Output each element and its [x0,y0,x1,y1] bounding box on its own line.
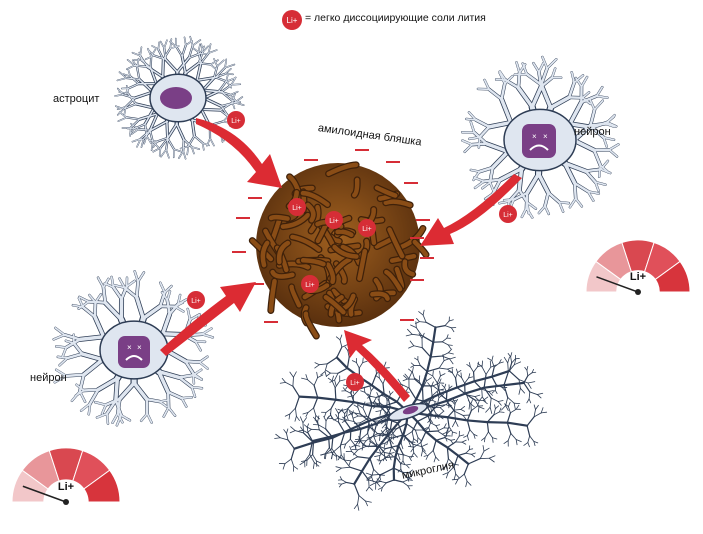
li-ion-label: Li+ [191,298,201,305]
li-ion-label: Li+ [362,226,372,233]
li-ion: Li+ [499,205,517,223]
li-ion: Li+ [227,111,245,129]
svg-text:×: × [127,343,132,352]
lithium-gauge: Li+ [11,447,121,505]
arrow-neuron-right-to-plaque [420,174,522,246]
arrow-astrocyte-to-plaque [196,118,282,188]
label-neuron-right: нейрон [574,126,611,138]
li-ion: Li+ [301,275,319,293]
arrow-neuron-left-to-plaque [160,282,256,356]
li-ion: Li+ [288,198,306,216]
svg-text:×: × [137,343,142,352]
label-neuron-left: нейрон [30,372,67,384]
svg-text:×: × [532,132,537,141]
astrocyte-cell [114,35,245,160]
gauge-needle [22,485,67,503]
microglia-cell [274,309,548,511]
li-ion-label: Li+ [305,282,315,289]
legend-li-ion: Li+ [282,10,302,30]
legend-text: = легко диссоциирующие соли лития [305,12,486,24]
li-ion: Li+ [187,291,205,309]
li-ion-label: Li+ [503,212,513,219]
li-ion: Li+ [346,373,364,391]
lithium-gauge: Li+ [585,239,691,295]
label-astrocyte: астроцит [53,93,100,105]
legend-ion-label: Li+ [287,16,298,25]
neuron-left-cell: ×× [52,270,215,427]
li-ion-label: Li+ [231,118,241,125]
li-ion-label: Li+ [329,218,339,225]
gauge-needle [596,276,639,293]
neuron-right-cell: ×× [460,55,620,219]
gauge-label: Li+ [58,481,74,493]
gauge-label: Li+ [630,271,646,283]
amyloid-plaque [248,161,430,340]
svg-text:×: × [543,132,548,141]
arrows-group [160,118,522,402]
li-ion-label: Li+ [292,205,302,212]
plaque-charge-dashes [232,149,434,323]
li-ion-label: Li+ [350,380,360,387]
li-ion: Li+ [358,219,376,237]
li-ion: Li+ [325,211,343,229]
gauges-group: Li+ Li+ [11,239,691,505]
li-ions-group: Li+ Li+ Li+ Li+ Li+ Li+ Li+ Li+ [187,111,517,391]
arrow-microglia-to-plaque [344,330,410,402]
